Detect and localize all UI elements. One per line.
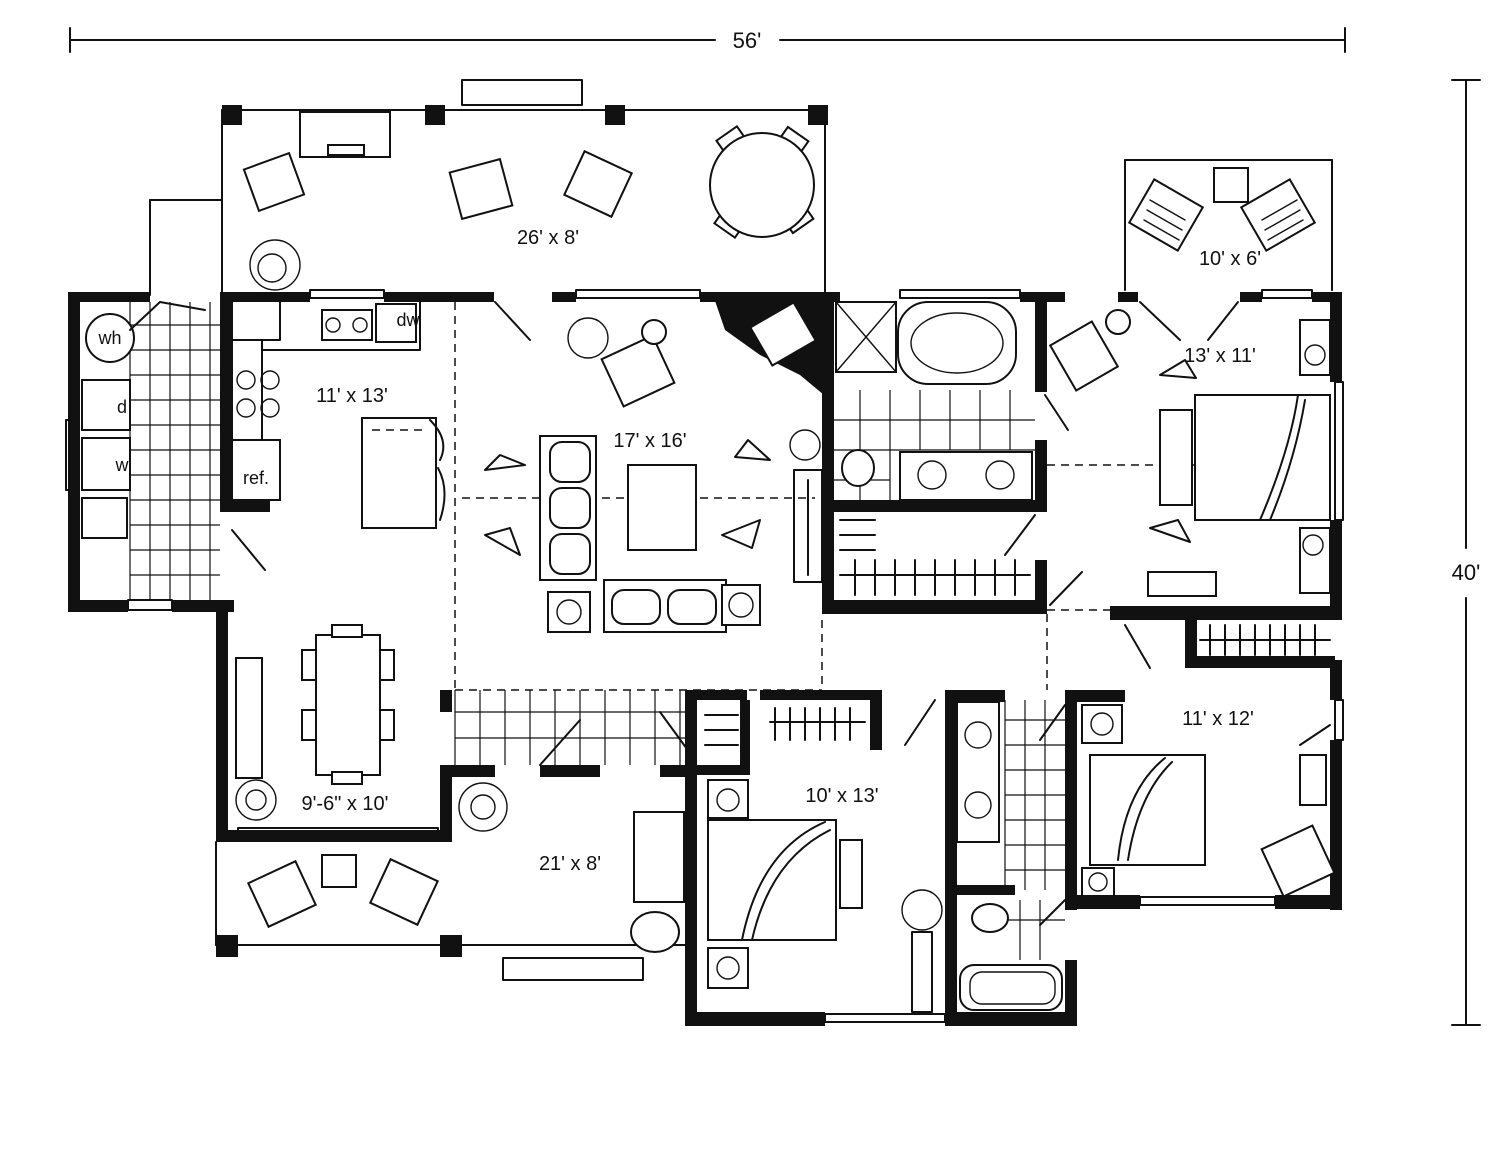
front-porch-label: 21' x 8' [539, 853, 601, 875]
bedroom-2-label: 10' x 13' [805, 785, 878, 807]
dining-room: 9'-6" x 10' [235, 624, 395, 821]
width-dimension: 56' [69, 27, 1346, 53]
depth-dimension: 40' [1451, 79, 1481, 1026]
depth-label: 40' [1452, 560, 1481, 585]
living-room-label: 17' x 16' [613, 430, 686, 452]
bedroom-3-label: 11' x 12' [1182, 708, 1254, 730]
water-heater-label: wh [97, 328, 121, 348]
kitchen: dw ref. 11' x 13' [231, 301, 446, 571]
living-room: 17' x 16' [454, 301, 823, 691]
windows [65, 289, 1344, 1023]
front-porch: 21' x 8' [215, 782, 686, 953]
refrigerator-label: ref. [243, 468, 269, 488]
bedroom-3: 11' x 12' [1081, 704, 1336, 898]
width-label: 56' [733, 28, 762, 53]
master-bath [834, 301, 1036, 596]
back-porch: 26' x 8' [149, 79, 828, 296]
master-bedroom-label: 13' x 11' [1184, 345, 1256, 367]
dryer-label: d [117, 397, 127, 417]
bedroom-2: 10' x 13' [704, 699, 943, 1013]
dishwasher-label: dw [396, 310, 420, 330]
kitchen-label: 11' x 13' [316, 385, 388, 407]
bath-2 [956, 700, 1066, 1011]
entry-foyer [454, 690, 696, 766]
master-bedroom: 13' x 11' [1044, 301, 1331, 669]
laundry-room: wh d w [81, 301, 220, 600]
dining-label: 9'-6" x 10' [301, 793, 388, 815]
back-porch-label: 26' x 8' [517, 227, 579, 249]
side-deck-label: 10' x 6' [1199, 248, 1261, 270]
side-deck: 10' x 6' [1124, 159, 1333, 291]
washer-label: w [115, 455, 130, 475]
